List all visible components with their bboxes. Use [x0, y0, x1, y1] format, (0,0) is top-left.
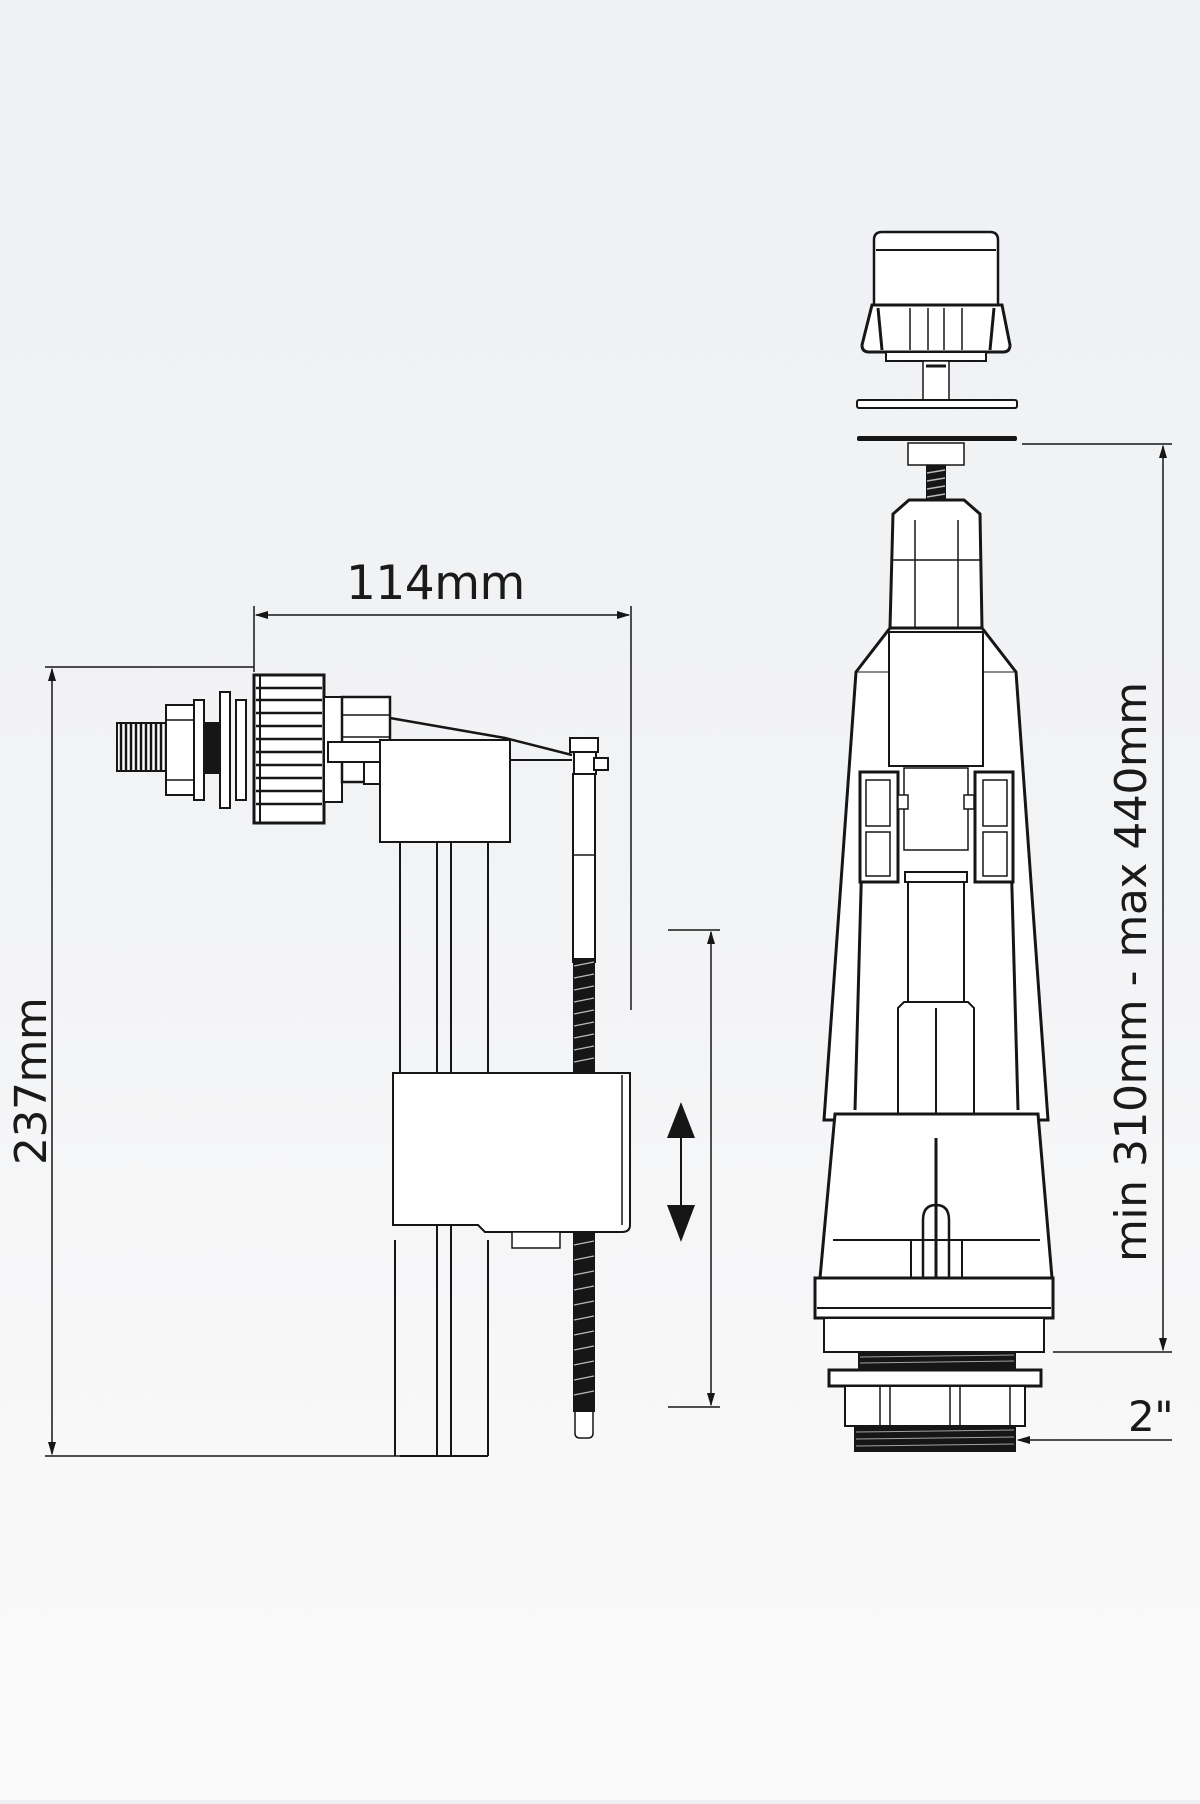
float-rod — [572, 773, 596, 1439]
valve-head — [323, 695, 609, 843]
fill-valve — [45, 606, 720, 1457]
width-dimension-line — [253, 606, 632, 1010]
float-cage — [813, 1112, 1055, 1353]
push-button — [860, 230, 1012, 402]
height-range-dimension-line — [1022, 443, 1172, 1353]
mount-plate — [857, 436, 1017, 441]
width-dimension-label: 114mm — [346, 556, 525, 611]
height-range-label: min 310mm - max 440mm — [1106, 682, 1157, 1262]
float-travel-dimension — [668, 929, 720, 1408]
flush-valve — [813, 230, 1172, 1452]
cover-plate — [856, 399, 1018, 409]
inlet-thread — [116, 691, 247, 809]
up-down-arrow-icon — [667, 1102, 695, 1242]
height-dimension-label: 237mm — [6, 997, 57, 1165]
threaded-base — [827, 1352, 1043, 1452]
thread-size-label: 2" — [1128, 1392, 1174, 1441]
float — [392, 1072, 631, 1249]
height-dimension-line — [45, 666, 400, 1457]
ribbed-nut — [252, 673, 326, 825]
overflow-body — [822, 626, 1050, 1122]
